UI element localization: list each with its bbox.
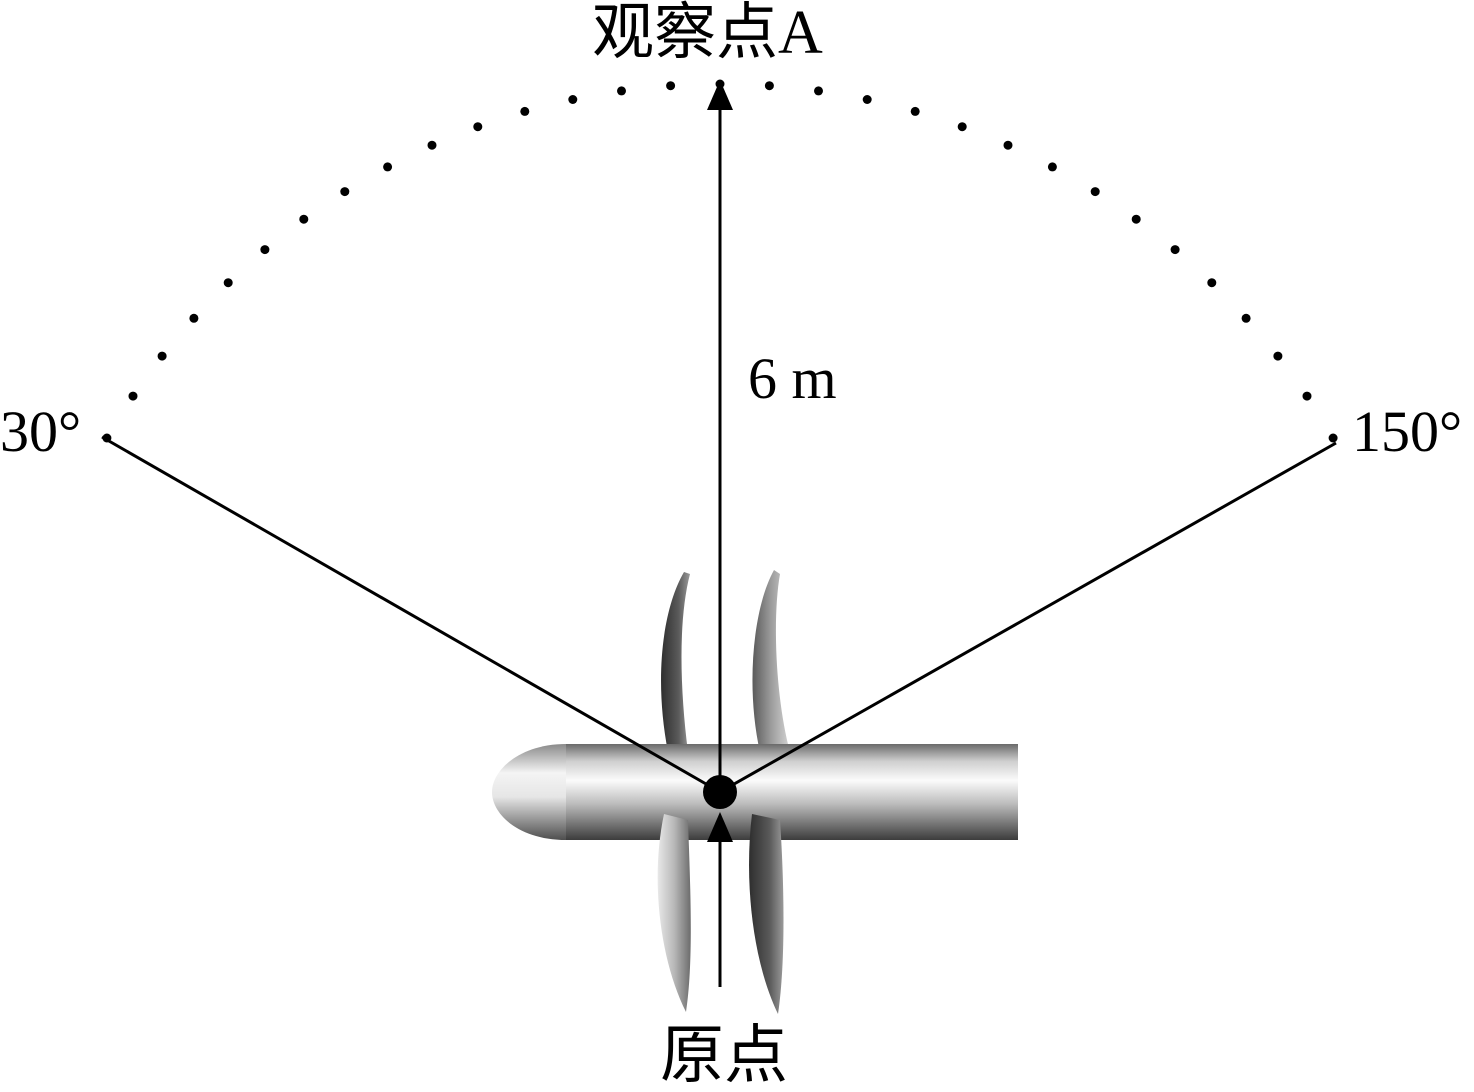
radial-line-150 [719,441,1337,794]
arrow-head-top-icon [707,80,733,110]
arc-dot [957,122,967,132]
sweep-arc-dots [102,79,1338,443]
arc-dot [814,86,823,96]
propeller-turbine-icon [492,570,1018,1014]
distance-label: 6 m [748,346,837,411]
arc-dot [862,95,872,104]
arc-dot [764,81,774,91]
arc-dot [340,187,350,197]
blade-upper-right [752,570,790,752]
arc-dot [260,245,270,255]
end-angle-label: 150° [1352,399,1463,464]
arc-dot [473,122,483,132]
arc-dot [299,214,309,224]
arc-dot [1328,433,1338,443]
arc-dot [1241,313,1251,323]
radial-line-30 [101,435,721,794]
arc-dot [383,162,393,172]
arc-dot [568,95,578,104]
arc-dot [128,391,138,401]
arc-dot [1131,214,1141,224]
arc-dot [189,313,199,323]
arrow-head-origin-icon [707,812,733,842]
arc-dot [666,81,676,91]
hub-body [566,744,1018,840]
arc-dot [1047,162,1057,172]
arc-dot [1273,351,1283,361]
arc-dot [910,106,920,116]
origin-marker-icon [703,775,737,809]
arc-dot [1003,140,1013,150]
blade-upper-left [661,572,690,752]
nose-cone [492,744,566,840]
arc-dot [157,351,167,361]
blade-lower-left [657,814,691,1012]
observation-point-label: 观察点A [592,0,823,67]
arc-dot [1302,391,1312,401]
arc-dot [223,278,233,288]
blade-lower-right [749,814,784,1014]
arc-dot [617,86,626,96]
origin-label: 原点 [660,1020,788,1091]
start-angle-label: 30° [0,399,82,464]
arc-dot [427,140,437,150]
arc-dot [1207,278,1217,288]
arc-dot [1090,187,1100,197]
arc-dot [1170,245,1180,255]
arc-dot [520,106,530,116]
